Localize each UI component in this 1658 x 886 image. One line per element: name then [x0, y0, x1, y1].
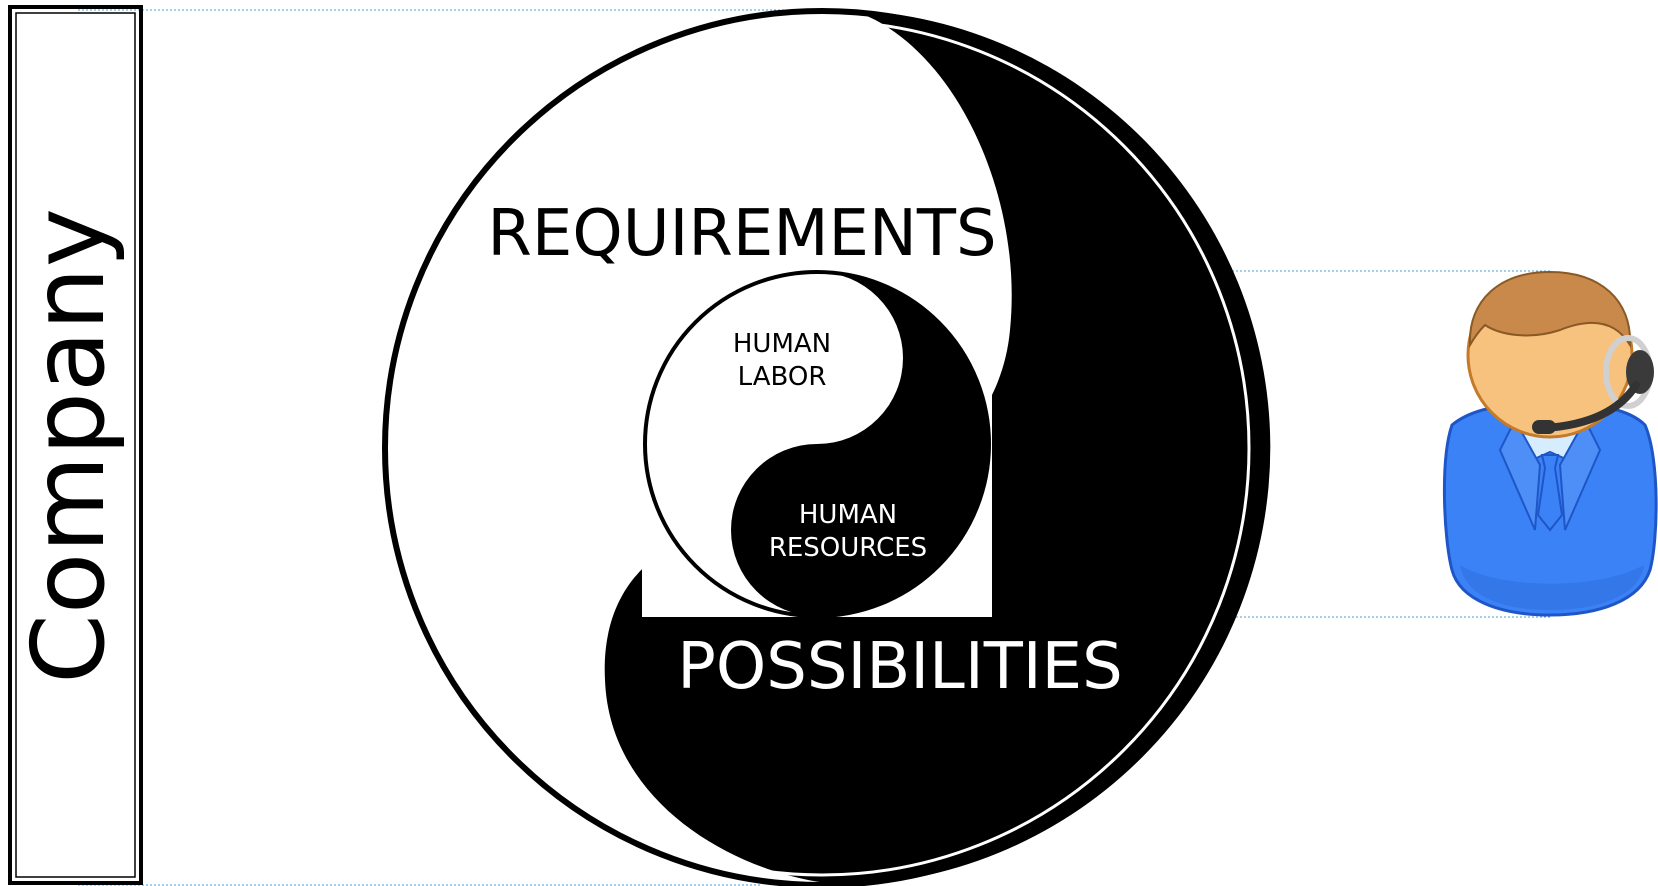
inner-yin-yang: HUMAN LABOR HUMAN RESOURCES — [643, 270, 991, 618]
human-labor-label-line2: LABOR — [738, 362, 827, 392]
human-resources-label-line1: HUMAN — [799, 500, 897, 530]
human-resources-label-line2: RESOURCES — [769, 533, 927, 563]
outer-yin-yang-inner-rim — [393, 19, 1251, 877]
person-hair — [1468, 270, 1632, 349]
company-box-outer-border — [8, 5, 143, 885]
headset-microphone-boom — [1541, 381, 1640, 432]
outer-yin-yang-rim — [382, 8, 1262, 886]
person-lapel-left — [1498, 417, 1542, 531]
outer-yin-yang-black-lobe — [604, 10, 1271, 885]
person-suit-shine — [1460, 565, 1644, 610]
inner-yin-yang-black-lobe — [731, 272, 989, 616]
person-tie — [1536, 454, 1564, 532]
headset-microphone — [1532, 420, 1556, 434]
requirements-label: REQUIREMENTS — [487, 197, 996, 271]
company-box-inner-border — [15, 12, 136, 878]
company-label: Company — [10, 208, 127, 684]
company-box: Company — [8, 5, 143, 885]
person-lapel-right — [1558, 417, 1602, 531]
human-labor-label-line1: HUMAN — [733, 329, 831, 359]
support-agent-headset-icon — [1442, 270, 1658, 617]
possibilities-label: POSSIBILITIES — [677, 630, 1122, 704]
